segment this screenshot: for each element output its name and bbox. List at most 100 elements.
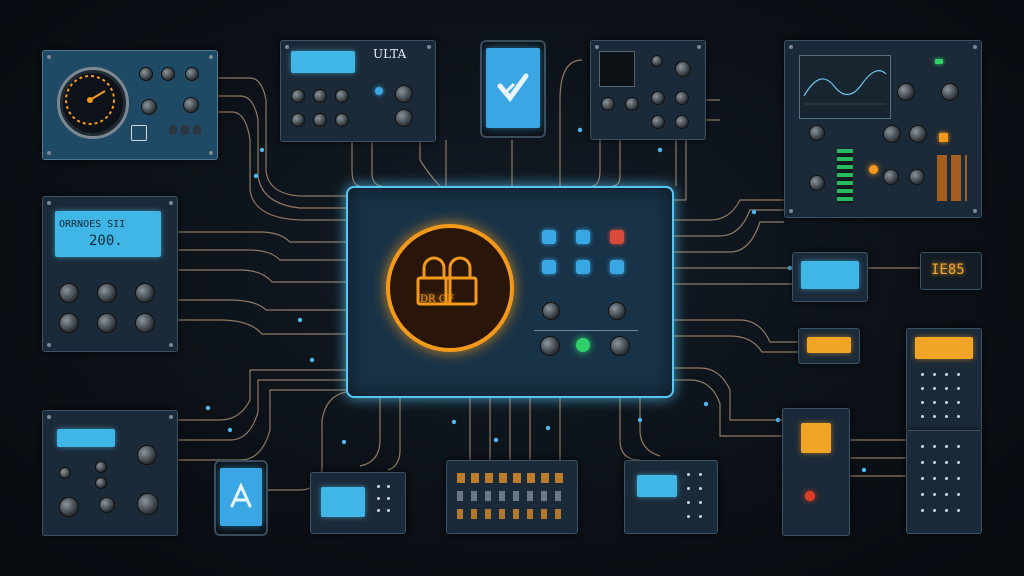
hub-knob-bottom-left[interactable] (540, 336, 560, 356)
led-green (935, 59, 943, 64)
knob[interactable] (395, 85, 413, 103)
alarm-device (782, 408, 850, 536)
knob[interactable] (651, 55, 663, 67)
knob[interactable] (161, 67, 175, 81)
amber-switch-row[interactable] (457, 509, 567, 519)
waveform-display (799, 55, 891, 119)
amber-switch-row[interactable] (457, 473, 567, 483)
readout-display: ORRNOES SII 200. (55, 211, 161, 257)
knob[interactable] (141, 99, 157, 115)
knob[interactable] (909, 169, 925, 185)
tablet-screen[interactable] (220, 468, 262, 526)
mixer-panel (42, 410, 178, 536)
mixer-display (57, 429, 115, 447)
monitor-display (321, 487, 365, 517)
knob[interactable] (185, 67, 199, 81)
checkmark-icon (497, 73, 529, 103)
led-red (805, 491, 815, 501)
gauge-panel (42, 50, 218, 160)
switch[interactable] (169, 125, 177, 135)
hub-button-6[interactable] (610, 260, 624, 274)
digital-readout-panel: IE85 (920, 252, 982, 290)
knob[interactable] (809, 125, 825, 141)
hub-led-green[interactable] (576, 338, 590, 352)
knob[interactable] (651, 91, 665, 105)
knob[interactable] (675, 61, 691, 77)
knob[interactable] (99, 497, 115, 513)
hub-button-2[interactable] (576, 230, 590, 244)
knob[interactable] (135, 313, 155, 333)
knob[interactable] (675, 91, 689, 105)
knob[interactable] (909, 125, 927, 143)
phone-device (480, 40, 546, 138)
knob[interactable] (139, 67, 153, 81)
knob[interactable] (313, 89, 327, 103)
keypad-panel-upper (906, 328, 982, 432)
knob[interactable] (59, 497, 79, 517)
knob[interactable] (291, 89, 305, 103)
hub-button-4[interactable] (542, 260, 556, 274)
knob[interactable] (137, 445, 157, 465)
hub-divider (534, 330, 638, 331)
knob[interactable] (625, 97, 639, 111)
knob[interactable] (95, 477, 107, 489)
readout-panel: ORRNOES SII 200. (42, 196, 178, 352)
knob[interactable] (335, 113, 349, 127)
padlock-icon (416, 256, 478, 306)
knob[interactable] (291, 113, 305, 127)
lock-ring[interactable]: DR OF (386, 224, 514, 352)
switch[interactable] (193, 125, 201, 135)
hub-button-1[interactable] (542, 230, 556, 244)
knob[interactable] (97, 313, 117, 333)
hub-knob-bottom-right[interactable] (610, 336, 630, 356)
readout-line-2: 200. (89, 233, 123, 249)
scope-panel (590, 40, 706, 140)
knob[interactable] (809, 175, 825, 191)
digital-readout: IE85 (931, 262, 965, 278)
amber-display-panel (798, 328, 860, 364)
ulta-display (291, 51, 355, 73)
status-led-blue (375, 87, 383, 95)
analyzer-panel (784, 40, 982, 218)
hub-button-5[interactable] (576, 260, 590, 274)
oscilloscope-icon (599, 51, 635, 87)
knob[interactable] (183, 97, 199, 113)
knob[interactable] (313, 113, 327, 127)
phone-screen[interactable] (486, 48, 540, 128)
hub-button-3[interactable] (610, 230, 624, 244)
keypad-panel-lower (906, 430, 982, 534)
hub-knob-right[interactable] (608, 302, 626, 320)
controller-panel (624, 460, 718, 534)
knob[interactable] (897, 83, 915, 101)
knob[interactable] (675, 115, 689, 129)
keypad-amber-display (915, 337, 973, 359)
signal-display (801, 261, 859, 289)
tablet-device (214, 460, 268, 536)
switch-row[interactable] (457, 491, 567, 501)
knob[interactable] (95, 461, 107, 473)
knob[interactable] (883, 125, 901, 143)
ulta-panel: ULTA (280, 40, 436, 142)
knob[interactable] (59, 283, 79, 303)
knob[interactable] (651, 115, 665, 129)
knob[interactable] (59, 313, 79, 333)
alarm-icon (801, 423, 831, 453)
knob[interactable] (601, 97, 615, 111)
knob[interactable] (59, 467, 71, 479)
amber-display (807, 337, 851, 353)
knob[interactable] (883, 169, 899, 185)
led-amber (869, 165, 878, 174)
knob[interactable] (395, 109, 413, 127)
knob[interactable] (941, 83, 959, 101)
led-amber (939, 133, 948, 142)
hub-knob-left[interactable] (542, 302, 560, 320)
led-bar-green (837, 149, 853, 203)
lock-label: DR OF (420, 294, 454, 305)
ulta-title: ULTA (373, 47, 407, 61)
button-grid-amber[interactable] (937, 155, 967, 201)
knob[interactable] (135, 283, 155, 303)
knob[interactable] (97, 283, 117, 303)
knob[interactable] (137, 493, 159, 515)
switch[interactable] (181, 125, 189, 135)
knob[interactable] (335, 89, 349, 103)
